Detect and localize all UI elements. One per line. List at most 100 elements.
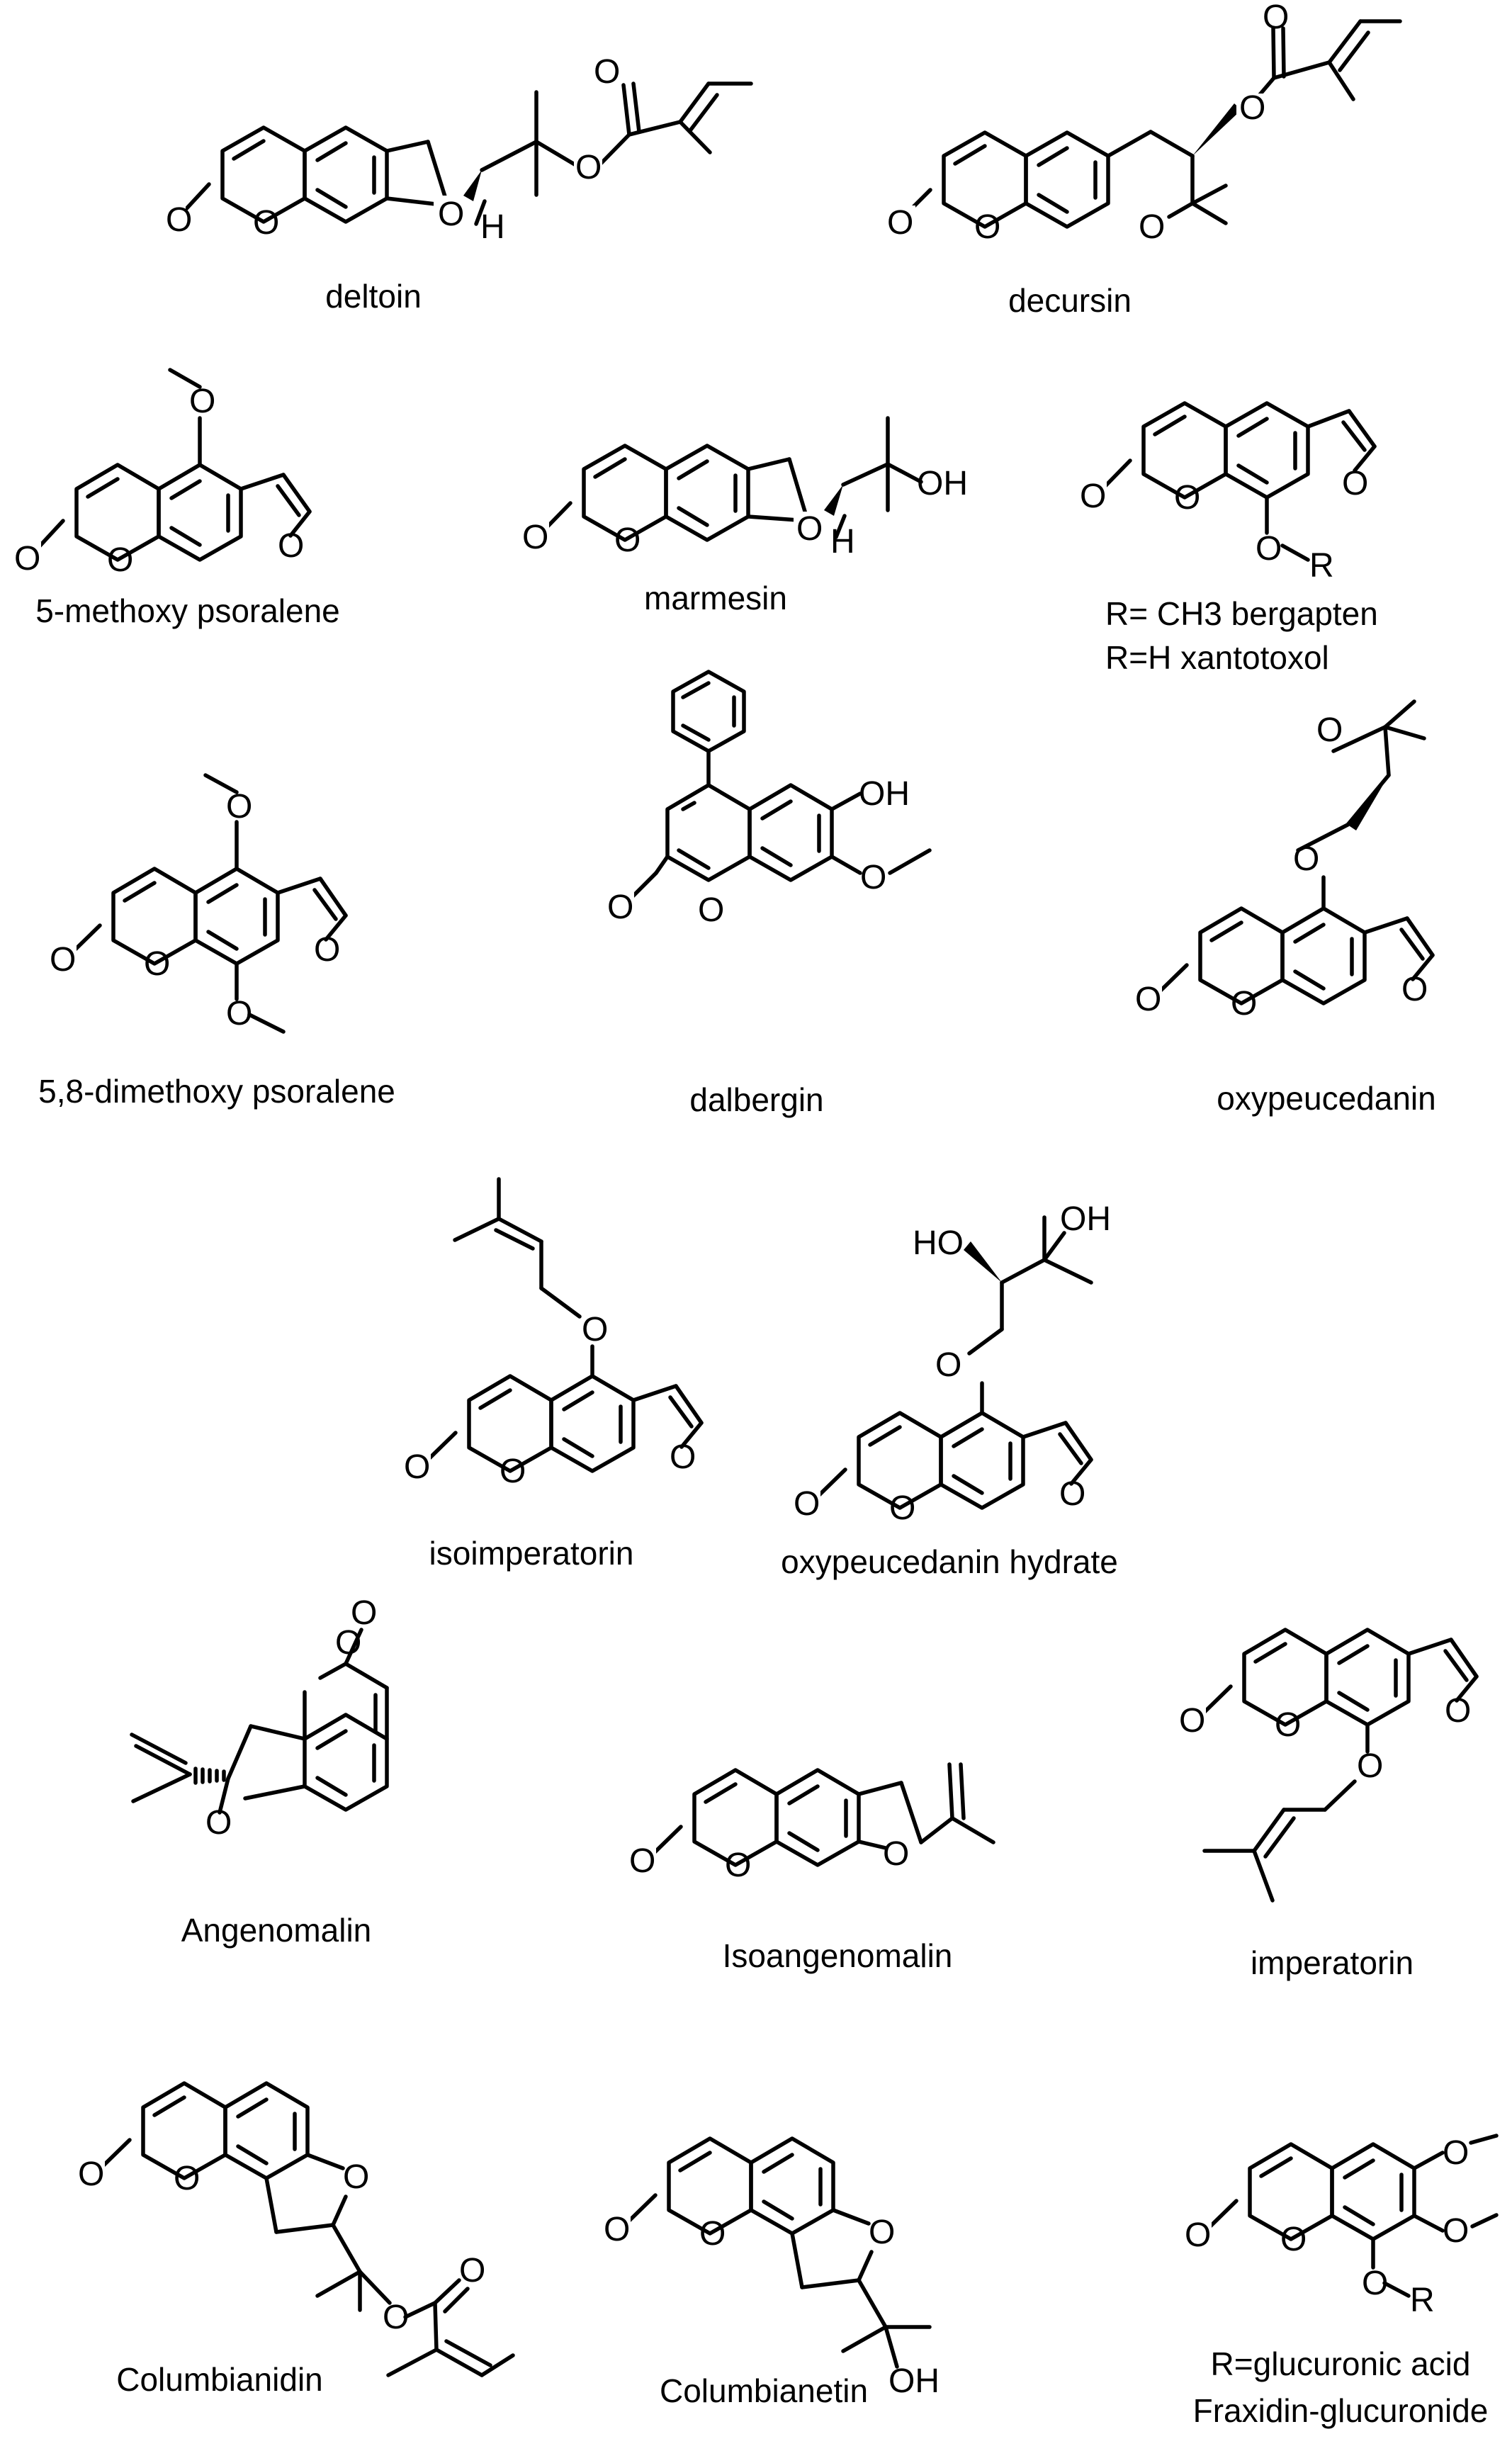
atom-label: O bbox=[1135, 981, 1161, 1018]
atom-label: O bbox=[1059, 1475, 1085, 1513]
atom-label: O bbox=[1280, 2221, 1307, 2258]
compound-name-line-2: Fraxidin-glucuronide bbox=[1193, 2392, 1489, 2429]
structure-isoimperatorin: O O O O isoimperatorin bbox=[402, 1177, 704, 1572]
atom-label: O bbox=[1443, 2212, 1469, 2250]
atom-label: O bbox=[883, 1835, 909, 1873]
compound-name: imperatorin bbox=[1251, 1944, 1414, 1981]
compound-name: R=glucuronic acid bbox=[1211, 2345, 1471, 2382]
structure-dalbergin: O O OH O dalbergin bbox=[606, 670, 932, 1118]
atom-label: O bbox=[629, 1842, 655, 1880]
atom-label: O bbox=[974, 208, 1000, 246]
atom-label: O bbox=[1362, 2265, 1388, 2302]
atom-label: O bbox=[1275, 1706, 1301, 1744]
atom-label: O bbox=[1239, 89, 1265, 127]
atom-label: OH bbox=[917, 465, 968, 502]
compound-name: isoimperatorin bbox=[429, 1535, 634, 1572]
atom-label: OH bbox=[1060, 1200, 1111, 1238]
atom-label: O bbox=[1256, 530, 1282, 568]
atom-label: H bbox=[480, 208, 505, 246]
atom-label: O bbox=[1401, 971, 1428, 1008]
atom-label: O bbox=[438, 196, 464, 233]
atom-label: O bbox=[50, 941, 76, 979]
atom-label: O bbox=[1316, 711, 1343, 749]
atom-label: O bbox=[1443, 2134, 1469, 2172]
structure-oxypeucedanin-hydrate: O O O O HO OH oxypeucedanin hydrate bbox=[781, 1200, 1118, 1580]
compound-name: 5-methoxy psoralene bbox=[35, 592, 340, 629]
atom-label: O bbox=[1357, 1747, 1383, 1785]
structure-decursin: O O O O O decursin bbox=[887, 0, 1402, 319]
atom-label: O bbox=[107, 541, 133, 579]
atom-label: O bbox=[383, 2299, 409, 2336]
structure-bergapten-xantotoxol: O O O O R R= CH3 bergapten R=H xantotoxo… bbox=[1078, 401, 1378, 676]
structure-marmesin: O O O H OH marmesin bbox=[521, 416, 968, 616]
atom-label: O bbox=[699, 2215, 726, 2253]
atom-label: O bbox=[78, 2156, 104, 2193]
compound-name: deltoin bbox=[325, 278, 422, 315]
compound-name: dalbergin bbox=[689, 1081, 823, 1118]
atom-label: O bbox=[1263, 0, 1289, 36]
atom-label: O bbox=[869, 2214, 895, 2251]
atom-label: O bbox=[614, 522, 641, 559]
atom-label: O bbox=[1231, 985, 1257, 1022]
atom-label: O bbox=[794, 1485, 820, 1523]
compound-name: Columbianetin bbox=[660, 2372, 868, 2409]
atom-label: O bbox=[278, 527, 304, 565]
atom-label: O bbox=[189, 383, 215, 420]
structure-deltoin: O O O H O O deltoin bbox=[157, 53, 753, 315]
atom-label: O bbox=[404, 1448, 430, 1486]
atom-label: O bbox=[607, 889, 633, 926]
structure-fraxidin-glucuronide: O O O O O R R=glucuronic acid Fraxidin-g… bbox=[1183, 2134, 1499, 2429]
atom-label: O bbox=[725, 1847, 751, 1884]
atom-label: O bbox=[887, 204, 913, 242]
compound-name: oxypeucedanin bbox=[1217, 1080, 1435, 1117]
atom-label: O bbox=[226, 788, 252, 826]
structure-5-methoxy-psoralene: O O O O 5-methoxy psoralene bbox=[13, 368, 340, 629]
atom-label: OH bbox=[859, 775, 910, 813]
atom-label: O bbox=[604, 2211, 630, 2248]
atom-label: O bbox=[253, 204, 279, 242]
compound-name: oxypeucedanin hydrate bbox=[781, 1543, 1118, 1580]
atom-label: O bbox=[1174, 479, 1200, 517]
atom-label: O bbox=[226, 995, 252, 1032]
atom-label: O bbox=[351, 1594, 377, 1632]
compound-name: R= CH3 bergapten bbox=[1105, 595, 1378, 632]
atom-label: R bbox=[1410, 2282, 1435, 2319]
atom-label: O bbox=[889, 1489, 915, 1527]
compound-name: Isoangenomalin bbox=[723, 1937, 953, 1974]
atom-label: O bbox=[522, 519, 548, 556]
atom-label: O bbox=[459, 2252, 485, 2289]
atom-label: O bbox=[935, 1346, 961, 1384]
atom-label: O bbox=[1080, 478, 1106, 515]
compound-name: Angenomalin bbox=[181, 1912, 372, 1949]
compound-name: 5,8-dimethoxy psoralene bbox=[38, 1073, 395, 1110]
structure-columbianidin: O O O O O Columbianidin bbox=[77, 2081, 515, 2398]
atom-label: O bbox=[1185, 2216, 1211, 2254]
atom-label: O bbox=[166, 201, 192, 239]
atom-label: O bbox=[343, 2158, 369, 2196]
compound-name: marmesin bbox=[644, 580, 787, 616]
atom-label: O bbox=[1179, 1702, 1205, 1740]
compound-name-line-2: R=H xantotoxol bbox=[1105, 639, 1329, 676]
atom-label: HO bbox=[913, 1224, 964, 1262]
atom-label: O bbox=[335, 1624, 361, 1662]
atom-label: O bbox=[698, 891, 724, 929]
atom-label: O bbox=[144, 945, 170, 983]
structure-5-8-dimethoxy-psoralene: O O O O O 5,8-dimethoxy psoralene bbox=[38, 773, 395, 1110]
atom-label: O bbox=[860, 859, 886, 896]
atom-label: O bbox=[174, 2160, 200, 2197]
structure-angenomalin: O O O Angenomalin bbox=[130, 1594, 389, 1949]
atom-label: O bbox=[575, 149, 602, 186]
compound-name: Columbianidin bbox=[116, 2361, 323, 2398]
atom-label: R bbox=[1309, 547, 1334, 585]
structure-isoangenomalin: O O O Isoangenomalin bbox=[628, 1762, 995, 1974]
atom-label: O bbox=[1342, 465, 1368, 502]
atom-label: O bbox=[14, 540, 40, 577]
atom-label: H bbox=[830, 523, 855, 560]
atom-label: O bbox=[314, 931, 340, 969]
atom-label: O bbox=[500, 1453, 526, 1490]
atom-label: O bbox=[1293, 840, 1319, 878]
atom-label: O bbox=[582, 1311, 608, 1348]
atom-label: O bbox=[670, 1438, 696, 1476]
atom-label: O bbox=[1139, 208, 1165, 246]
